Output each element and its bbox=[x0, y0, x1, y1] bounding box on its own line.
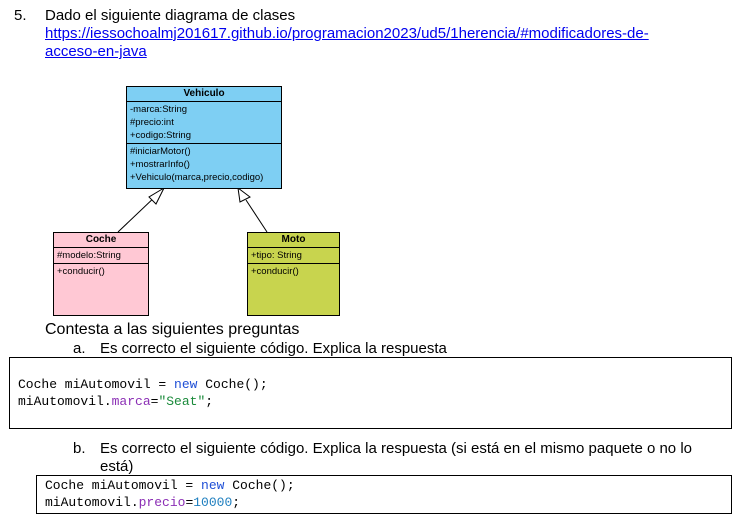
code-token: Coche miAutomovil = bbox=[45, 478, 202, 493]
attribute: -marca:String bbox=[130, 104, 188, 115]
class-coche-name: Coche bbox=[54, 233, 148, 248]
item-b-text-continued: está) bbox=[100, 458, 134, 475]
class-vehiculo-name: Vehiculo bbox=[127, 87, 281, 102]
item-a-letter: a. bbox=[73, 340, 86, 357]
answer-prompt: Contesta a las siguientes preguntas bbox=[45, 321, 300, 338]
code-block-b: Coche miAutomovil = new Coche(); miAutom… bbox=[36, 475, 732, 514]
question-link-line2[interactable]: acceso-en-java bbox=[45, 43, 147, 60]
class-moto-methods: +conducir() bbox=[248, 264, 339, 279]
code-token: Coche(); bbox=[224, 478, 295, 493]
class-diagram: Vehiculo -marca:String #precio:int +codi… bbox=[53, 86, 340, 316]
code-keyword: new bbox=[174, 377, 198, 392]
attribute: #precio:int bbox=[130, 117, 174, 128]
method: +conducir() bbox=[251, 266, 299, 277]
attribute: #modelo:String bbox=[57, 250, 121, 261]
method: #iniciarMotor() bbox=[130, 146, 191, 157]
code-token: ; bbox=[205, 394, 214, 409]
method: +Vehiculo(marca,precio,codigo) bbox=[130, 172, 264, 183]
code-block-a: Coche miAutomovil = new Coche(); miAutom… bbox=[9, 357, 732, 429]
attribute: +tipo: String bbox=[251, 250, 302, 261]
code-token: miAutomovil. bbox=[18, 394, 112, 409]
item-b-letter: b. bbox=[73, 440, 86, 457]
class-vehiculo-methods: #iniciarMotor() +mostrarInfo() +Vehiculo… bbox=[127, 144, 281, 185]
moto-inheritance-line bbox=[245, 199, 268, 233]
class-moto-attributes: +tipo: String bbox=[248, 248, 339, 264]
code-keyword: new bbox=[201, 478, 225, 493]
code-token: Coche miAutomovil = bbox=[18, 377, 175, 392]
class-moto: Moto +tipo: String +conducir() bbox=[247, 232, 340, 316]
class-moto-name: Moto bbox=[248, 233, 339, 248]
method: +mostrarInfo() bbox=[130, 159, 190, 170]
class-vehiculo-attributes: -marca:String #precio:int +codigo:String bbox=[127, 102, 281, 144]
class-coche-methods: +conducir() bbox=[54, 264, 148, 279]
item-a-text: Es correcto el siguiente código. Explica… bbox=[100, 340, 447, 357]
item-b-text: Es correcto el siguiente código. Explica… bbox=[100, 440, 692, 457]
code-token: = bbox=[150, 394, 159, 409]
code-field: marca bbox=[111, 394, 151, 409]
moto-inheritance-arrowhead bbox=[237, 186, 251, 203]
coche-inheritance-line bbox=[117, 193, 159, 233]
code-token: = bbox=[185, 495, 194, 510]
code-token: miAutomovil. bbox=[45, 495, 139, 510]
question-link-line1[interactable]: https://iessochoalmj201617.github.io/pro… bbox=[45, 25, 649, 42]
code-token: ; bbox=[232, 495, 241, 510]
class-coche: Coche #modelo:String +conducir() bbox=[53, 232, 149, 316]
code-line: miAutomovil.precio=10000; bbox=[45, 494, 240, 511]
attribute: +codigo:String bbox=[130, 130, 191, 141]
code-field: precio bbox=[138, 495, 186, 510]
class-coche-attributes: #modelo:String bbox=[54, 248, 148, 264]
code-line: Coche miAutomovil = new Coche(); bbox=[18, 376, 268, 393]
class-vehiculo: Vehiculo -marca:String #precio:int +codi… bbox=[126, 86, 282, 189]
code-number: 10000 bbox=[193, 495, 233, 510]
coche-inheritance-arrowhead bbox=[148, 186, 166, 205]
code-line: miAutomovil.marca="Seat"; bbox=[18, 393, 213, 410]
question-number: 5. bbox=[14, 7, 27, 24]
question-title: Dado el siguiente diagrama de clases bbox=[45, 7, 296, 24]
code-string: "Seat" bbox=[158, 394, 206, 409]
inheritance-arrows bbox=[117, 186, 268, 233]
code-line: Coche miAutomovil = new Coche(); bbox=[45, 477, 295, 494]
method: +conducir() bbox=[57, 266, 105, 277]
code-token: Coche(); bbox=[197, 377, 268, 392]
